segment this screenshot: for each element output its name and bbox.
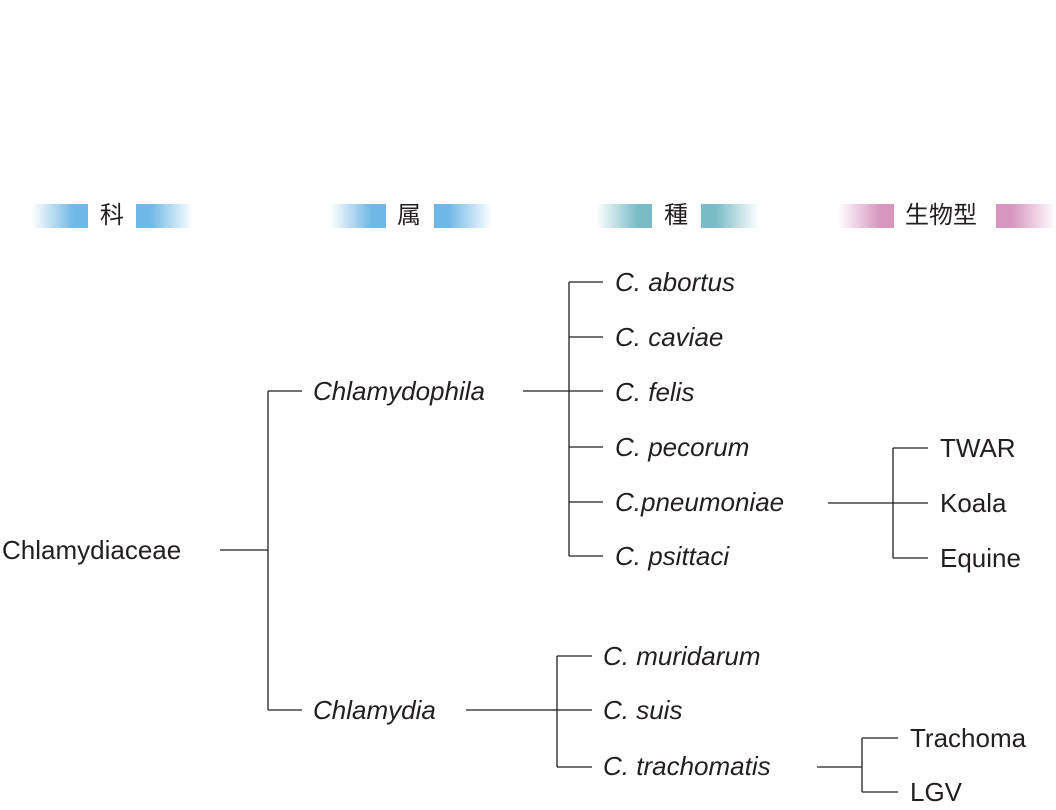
species-label: C. caviae bbox=[615, 322, 724, 352]
header-bar-family-left bbox=[32, 204, 88, 228]
biovar-label: Equine bbox=[940, 543, 1021, 573]
header-bar-family-right bbox=[136, 204, 193, 228]
biovar-label: LGV bbox=[910, 777, 963, 807]
species-label: C. muridarum bbox=[603, 641, 761, 671]
species-label: C.pneumoniae bbox=[615, 487, 785, 517]
header-bar-species-right bbox=[701, 204, 759, 228]
header-bar-biovar-left bbox=[838, 204, 894, 228]
species-label: C. suis bbox=[603, 695, 683, 725]
species-label: C. pecorum bbox=[615, 432, 750, 462]
header-family: 科 bbox=[100, 201, 124, 229]
header-bar-biovar-right bbox=[996, 204, 1056, 228]
genus-label: Chlamydophila bbox=[313, 376, 485, 406]
biovar-label: TWAR bbox=[940, 433, 1016, 463]
species-label: C. abortus bbox=[615, 267, 735, 297]
header-genus: 属 bbox=[397, 201, 421, 229]
species-label: C. trachomatis bbox=[603, 751, 771, 781]
header-bar-genus-left bbox=[330, 204, 386, 228]
header-biovar: 生物型 bbox=[905, 201, 977, 229]
species-label: C. felis bbox=[615, 377, 695, 407]
biovar-label: Koala bbox=[940, 488, 1007, 518]
genus-label: Chlamydia bbox=[313, 695, 436, 725]
header-bar-species-left bbox=[596, 204, 652, 228]
species-label: C. psittaci bbox=[615, 541, 730, 571]
family-label: Chlamydiaceae bbox=[2, 535, 182, 565]
header-bar-genus-right bbox=[434, 204, 492, 228]
biovar-label: Trachoma bbox=[910, 723, 1027, 753]
header-species: 種 bbox=[664, 201, 688, 229]
